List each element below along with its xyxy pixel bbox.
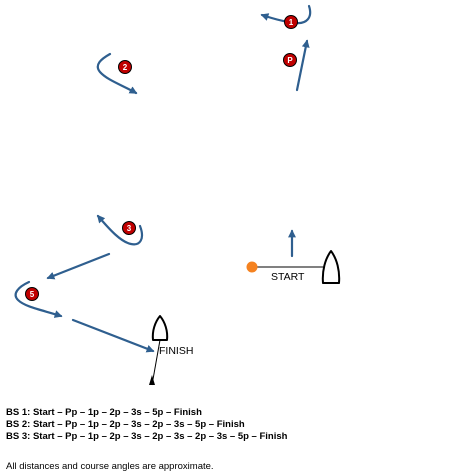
svg-text:1: 1 <box>289 18 294 27</box>
svg-text:3: 3 <box>127 224 132 233</box>
course-legs <box>14 4 312 353</box>
start-pin-buoy <box>246 261 258 273</box>
course-sequence: Start – Pp – 1p – 2p – 3s – 2p – 3s – 5p… <box>32 419 245 430</box>
mark-p-buoy: P <box>283 53 297 67</box>
course-name: BS 2: <box>6 419 31 430</box>
mark-5-buoy: 5 <box>25 287 39 301</box>
svg-text:P: P <box>287 56 293 65</box>
leg-3-to-5 <box>46 252 111 280</box>
course-chart: START FINISH 1 2 3 5 <box>14 4 341 386</box>
finish-committee-boat-icon <box>151 315 169 341</box>
mark-1-buoy: 1 <box>284 15 298 29</box>
finish-pin-icon <box>149 375 155 385</box>
course-sequence: Start – Pp – 1p – 2p – 3s – 5p – Finish <box>32 407 202 418</box>
leg-3-rounding <box>96 214 144 246</box>
leg-p-rounding-to-1 <box>295 39 310 92</box>
start-label: START <box>271 271 305 283</box>
svg-text:2: 2 <box>123 63 128 72</box>
course-bs3: BS 3: Start – Pp – 1p – 2p – 3s – 2p – 3… <box>6 431 456 443</box>
finish-label: FINISH <box>159 345 193 357</box>
start-committee-boat-icon <box>321 250 341 284</box>
finish-line <box>151 339 161 386</box>
course-name: BS 3: <box>6 431 31 442</box>
leg-2-rounding <box>96 52 138 95</box>
mark-2-buoy: 2 <box>118 60 132 74</box>
marks: 1 2 3 5 P <box>25 15 298 301</box>
course-bs1: BS 1: Start – Pp – 1p – 2p – 3s – 5p – F… <box>6 407 456 419</box>
leg-5-to-finish <box>71 318 155 353</box>
course-list: BS 1: Start – Pp – 1p – 2p – 3s – 5p – F… <box>6 407 456 443</box>
mark-3-buoy: 3 <box>122 221 136 235</box>
svg-text:5: 5 <box>30 290 35 299</box>
course-bs2: BS 2: Start – Pp – 1p – 2p – 3s – 2p – 3… <box>6 419 456 431</box>
course-name: BS 1: <box>6 407 31 418</box>
approximation-footnote: All distances and course angles are appr… <box>6 461 214 472</box>
leg-5-rounding <box>14 280 63 318</box>
start-area: START <box>246 250 341 284</box>
finish-area: FINISH <box>149 315 193 386</box>
course-sequence: Start – Pp – 1p – 2p – 3s – 2p – 3s – 2p… <box>32 431 288 442</box>
